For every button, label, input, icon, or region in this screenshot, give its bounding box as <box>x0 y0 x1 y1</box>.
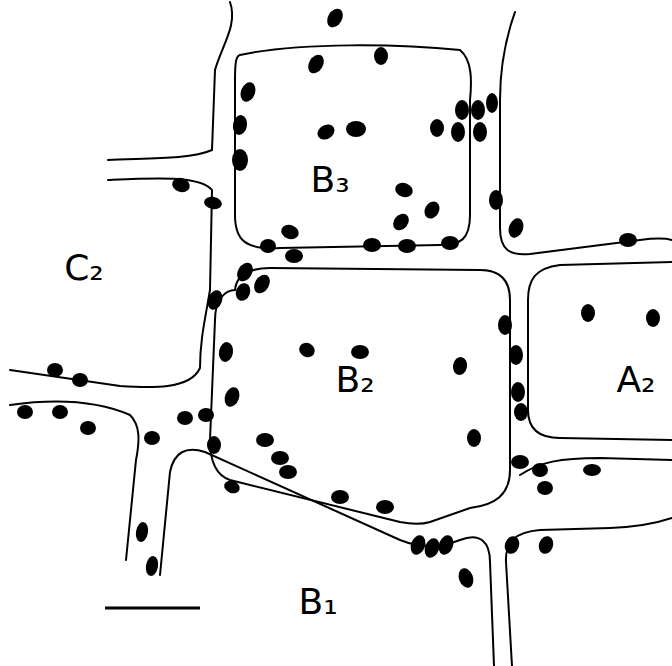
cell-label: B₃ <box>310 162 349 198</box>
chloroplast <box>398 239 416 253</box>
chloroplast <box>351 345 369 359</box>
chloroplast <box>144 555 159 577</box>
chloroplast <box>177 411 193 425</box>
chloroplast <box>506 216 526 240</box>
chloroplast <box>581 304 595 322</box>
cell-label: A₂ <box>616 362 655 398</box>
chloroplast <box>393 180 415 199</box>
chloroplast <box>374 47 388 65</box>
chloroplast <box>305 52 327 76</box>
chloroplast <box>346 121 366 137</box>
chloroplast <box>331 490 349 504</box>
chloroplast <box>363 238 381 252</box>
cell-wall <box>235 45 471 248</box>
chloroplast <box>170 175 192 194</box>
chloroplast <box>233 281 252 303</box>
chloroplast <box>203 196 223 211</box>
chloroplast <box>279 222 301 241</box>
chloroplast <box>324 6 346 30</box>
chloroplast <box>279 465 297 479</box>
chloroplast <box>238 80 258 104</box>
cell-wall <box>108 2 232 160</box>
chloroplast <box>509 345 523 365</box>
chloroplast <box>452 356 469 376</box>
cell-wall <box>10 178 212 387</box>
chloroplast <box>134 521 149 543</box>
chloroplast <box>502 534 521 556</box>
chloroplast <box>285 249 303 263</box>
chloroplast <box>646 309 660 327</box>
cell-wall <box>10 402 138 560</box>
chloroplast <box>256 433 274 447</box>
cell-label: B₂ <box>335 362 374 398</box>
chloroplast <box>222 479 241 496</box>
chloroplast <box>217 341 234 363</box>
chloroplast <box>471 100 485 120</box>
chloroplast <box>532 463 548 477</box>
chloroplast <box>467 429 481 447</box>
scale-bar <box>105 607 200 610</box>
cell-label: B₁ <box>298 584 337 620</box>
chloroplast <box>376 500 394 514</box>
chloroplast <box>198 408 214 422</box>
chloroplast <box>511 382 525 402</box>
chloroplast <box>455 100 469 120</box>
chloroplast <box>390 211 412 234</box>
chloroplast <box>72 373 88 387</box>
chloroplast <box>271 451 289 465</box>
chloroplast <box>514 403 528 421</box>
chloroplast <box>486 93 498 113</box>
chloroplast <box>205 288 225 312</box>
chloroplast <box>52 405 68 419</box>
chloroplast <box>498 315 512 335</box>
chloroplast <box>260 239 276 253</box>
cell-wall <box>500 12 672 254</box>
cell-wall <box>528 262 672 440</box>
cell-wall <box>210 268 510 524</box>
chloroplast <box>232 149 248 171</box>
chloroplast <box>234 260 256 284</box>
chloroplast <box>297 340 318 360</box>
cell-label: C₂ <box>64 250 104 286</box>
chloroplast <box>537 481 553 495</box>
chloroplast <box>421 199 442 222</box>
chloroplast <box>47 363 63 377</box>
chloroplast <box>80 421 96 435</box>
chloroplast <box>144 431 160 445</box>
chloroplast <box>583 464 601 476</box>
chloroplast <box>207 436 221 454</box>
chloroplast <box>430 119 444 137</box>
chloroplast <box>17 405 33 419</box>
cell-wall <box>160 450 494 666</box>
chloroplast <box>441 236 459 250</box>
chloroplast <box>408 533 428 557</box>
chloroplast <box>619 233 637 247</box>
cell-wall <box>506 518 672 666</box>
chloroplast <box>511 455 529 469</box>
chloroplast <box>436 533 456 557</box>
chloroplast <box>536 534 555 556</box>
chloroplast <box>456 566 476 590</box>
chloroplast <box>489 190 503 210</box>
chloroplast <box>473 122 487 142</box>
chloroplast <box>231 114 248 136</box>
chloroplast <box>315 121 338 142</box>
chloroplast <box>451 122 465 142</box>
chloroplast <box>222 385 242 409</box>
chloroplast <box>251 272 273 296</box>
